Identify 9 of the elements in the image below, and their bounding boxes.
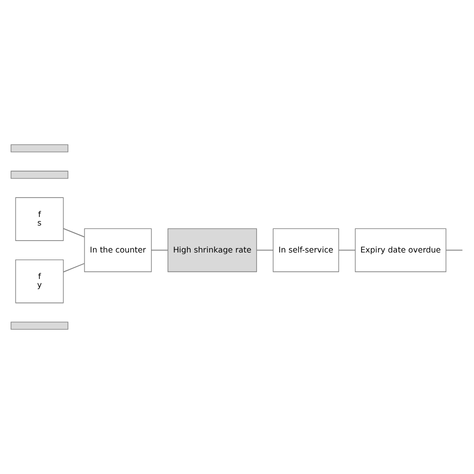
connector	[63, 263, 85, 272]
node-bar	[10, 170, 68, 179]
connector	[63, 228, 85, 238]
connector	[338, 250, 356, 251]
node-bar	[10, 144, 68, 152]
connector	[150, 250, 168, 251]
connector	[256, 250, 274, 251]
node-bar	[10, 322, 68, 330]
connector	[446, 250, 463, 251]
